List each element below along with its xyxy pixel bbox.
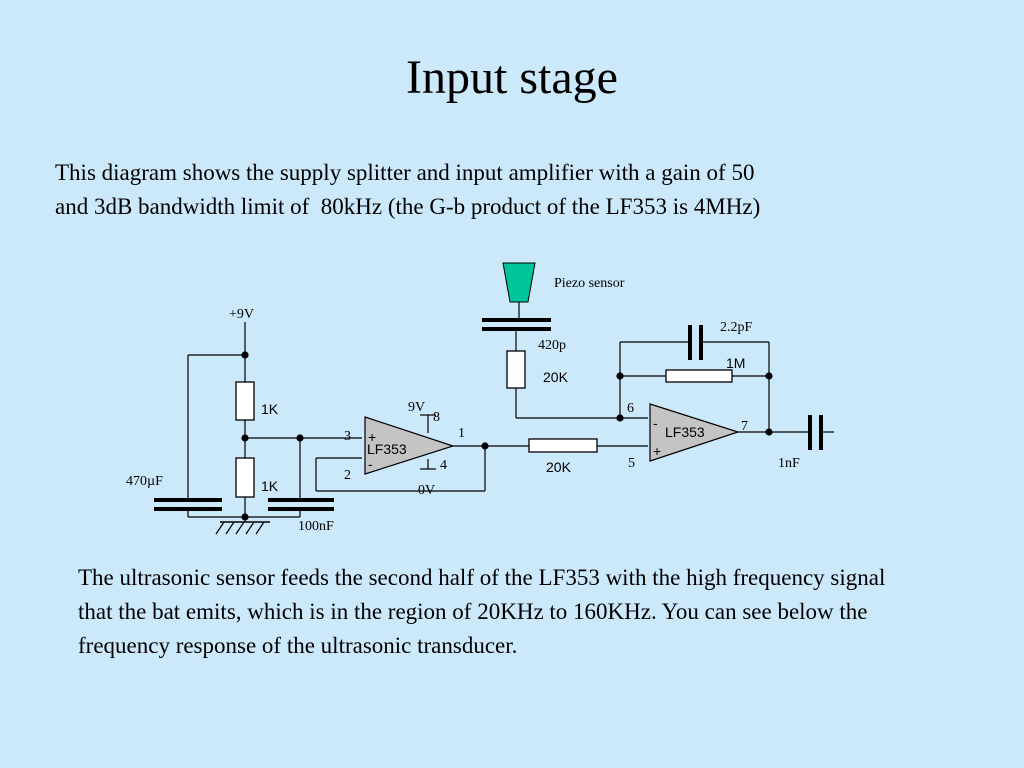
cap-2p2-label: 2.2pF: [720, 320, 753, 335]
resistor-1k-top: [235, 381, 255, 421]
opamp2-label: LF353: [665, 424, 705, 440]
intro-paragraph: This diagram shows the supply splitter a…: [55, 156, 955, 224]
slide-title: Input stage: [406, 51, 618, 104]
capacitor-100nf: [268, 498, 334, 511]
resistor-20k-input: [506, 350, 526, 389]
pin7-label: 7: [741, 419, 748, 434]
junction-dot: [241, 434, 249, 442]
opamp2-minus: -: [653, 415, 658, 431]
opamp1-label: LF353: [367, 441, 407, 457]
r-1m-label: 1M: [726, 355, 745, 371]
piezo-label: Piezo sensor: [554, 276, 625, 291]
resistor-20k-bias: [528, 438, 598, 453]
resistor-1k-bottom: [235, 457, 255, 498]
junction-dot: [296, 434, 304, 442]
supply-label: +9V: [229, 307, 254, 322]
cap-420p-label: 420p: [538, 338, 566, 353]
r-20k-bottom-label: 20K: [546, 459, 572, 475]
junction-dot: [481, 442, 489, 450]
pin4-label: 4: [440, 458, 447, 473]
junction-dot: [616, 414, 624, 422]
opamp1-plus: +: [368, 429, 376, 445]
cap-1n-label: 1nF: [778, 456, 800, 471]
opamp1-ground-label: 0V: [418, 483, 435, 498]
capacitor-470uf: [154, 498, 222, 511]
piezo-sensor-icon: [502, 262, 536, 303]
pin8-label: 8: [433, 410, 440, 425]
opamp1-minus: -: [368, 456, 373, 472]
pin3-label: 3: [344, 429, 351, 444]
intro-line-1: This diagram shows the supply splitter a…: [55, 160, 755, 185]
ground-symbol: [215, 517, 270, 535]
junction-dot: [765, 428, 773, 436]
r-bottom-label: 1K: [261, 478, 279, 494]
opamp2-plus: +: [653, 443, 661, 459]
piezo-input: Piezo sensor 420p 20K: [482, 262, 648, 419]
resistor-1m: [665, 369, 733, 383]
sensor-paragraph: The ultrasonic sensor feeds the second h…: [78, 565, 886, 658]
pin1-label: 1: [458, 426, 465, 441]
bias-resistor: 20K: [528, 438, 648, 475]
opamp-1: + - LF353 9V 8 4 0V 3 2 1: [315, 400, 529, 498]
supply-splitter: +9V 1K 1K 470µF 100nF: [126, 307, 362, 535]
cap-100n-label: 100nF: [298, 519, 334, 534]
junction-dot: [765, 372, 773, 380]
intro-line-2: and 3dB bandwidth limit of 80kHz (the G-…: [55, 194, 761, 219]
junction-dot: [616, 372, 624, 380]
pin5-label: 5: [628, 456, 635, 471]
pin2-label: 2: [344, 468, 351, 483]
cap-470-label: 470µF: [126, 474, 163, 489]
junction-dot: [241, 351, 249, 359]
pin6-label: 6: [627, 401, 634, 416]
r-20k-top-label: 20K: [543, 369, 569, 385]
opamp-2: - + LF353 6 5 7 2.2pF 1M 1nF: [616, 320, 834, 471]
opamp1-supply-label: 9V: [408, 400, 425, 415]
r-top-label: 1K: [261, 401, 279, 417]
